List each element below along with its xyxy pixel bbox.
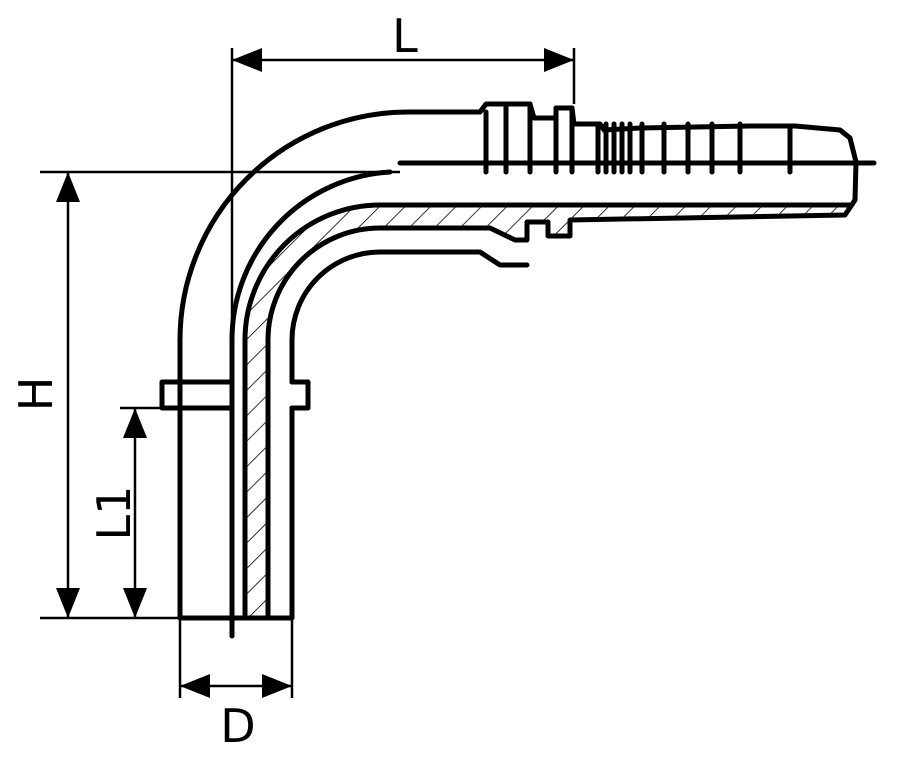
section-hatching bbox=[245, 205, 850, 618]
dimension-lines bbox=[40, 48, 576, 698]
hose-tail bbox=[377, 101, 859, 268]
centerline bbox=[40, 160, 877, 174]
dimension-label-height: H bbox=[9, 377, 63, 412]
dimension-label-diameter: D bbox=[220, 699, 255, 753]
elbow-body bbox=[159, 109, 483, 639]
dimension-label-length: L bbox=[392, 9, 418, 63]
dimension-label-socket-length: L1 bbox=[87, 486, 141, 541]
